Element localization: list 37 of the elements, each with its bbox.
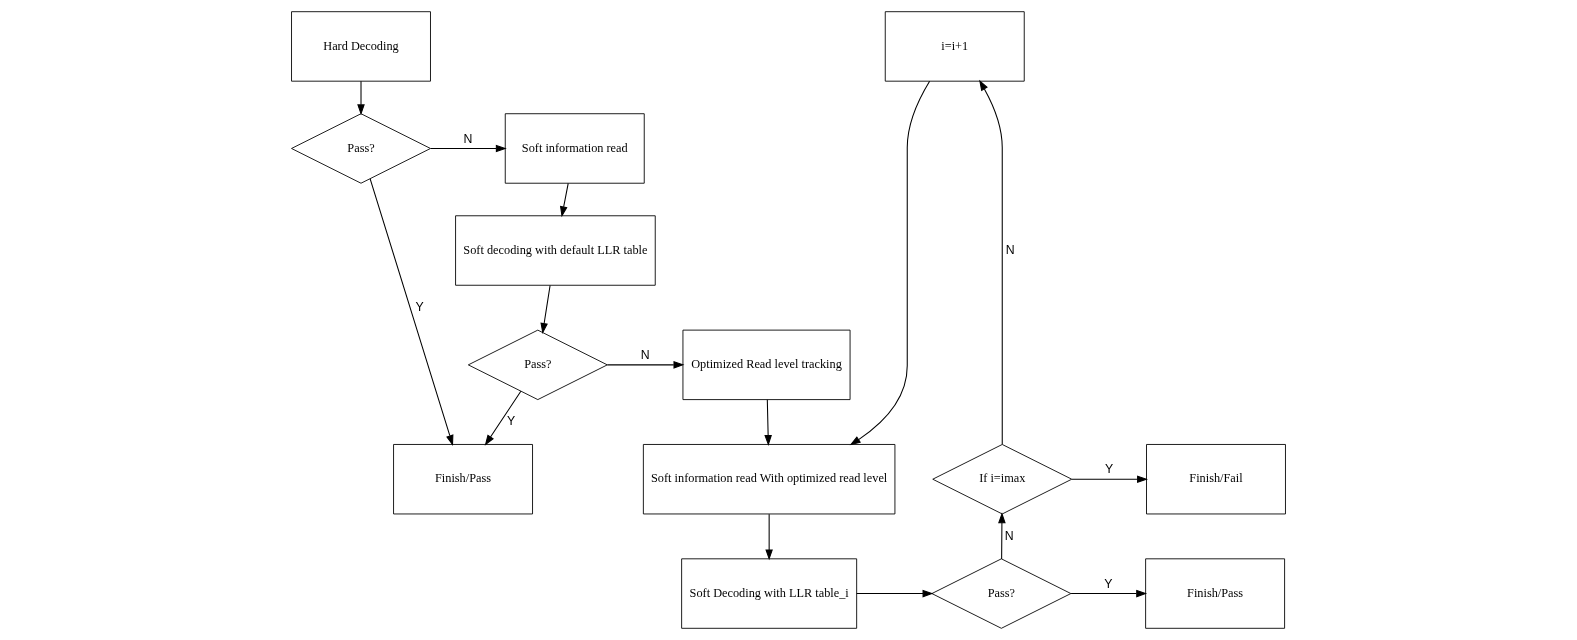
node-diamond: Pass? xyxy=(467,329,608,401)
arrow xyxy=(765,513,773,561)
arrow xyxy=(430,144,507,153)
node-box: Optimized Read level tracking xyxy=(682,329,851,401)
node-box: Finish/Fail xyxy=(1146,444,1286,515)
node-box: Soft decoding with default LLR table xyxy=(455,215,656,286)
edge-label: N xyxy=(1005,242,1015,257)
arrow xyxy=(540,284,551,334)
arrow xyxy=(606,361,685,369)
arrow xyxy=(979,79,1003,445)
edge-label: N xyxy=(640,347,650,362)
arrow xyxy=(764,399,772,446)
edge-label: N xyxy=(1004,528,1014,543)
arrow xyxy=(849,80,931,446)
edge-label: Y xyxy=(1104,576,1113,591)
arrow xyxy=(484,390,522,446)
node-box: Soft Decoding with LLR table_i xyxy=(681,558,858,629)
node-box: i=i+1 xyxy=(884,11,1025,82)
arrow xyxy=(369,178,454,446)
node-box: Finish/Pass xyxy=(393,444,533,515)
arrow xyxy=(856,589,934,598)
arrow xyxy=(559,182,569,218)
arrow xyxy=(1071,475,1148,484)
node-box: Soft information read With optimized read level xyxy=(642,444,896,515)
node-box: Hard Decoding xyxy=(291,11,431,82)
edge-label: N xyxy=(463,131,473,146)
edge-label: Y xyxy=(415,299,424,314)
node-diamond: Pass? xyxy=(931,558,1072,629)
arrow xyxy=(1070,589,1148,598)
node-diamond: Pass? xyxy=(291,113,431,184)
node-box: Soft information read xyxy=(504,113,645,184)
node-box: Finish/Pass xyxy=(1145,558,1286,629)
edge-label: Y xyxy=(506,414,516,429)
arrow xyxy=(357,80,365,116)
edge-label: Y xyxy=(1105,462,1114,477)
node-diamond: If i=imax xyxy=(932,444,1073,515)
arrow xyxy=(998,512,1006,560)
